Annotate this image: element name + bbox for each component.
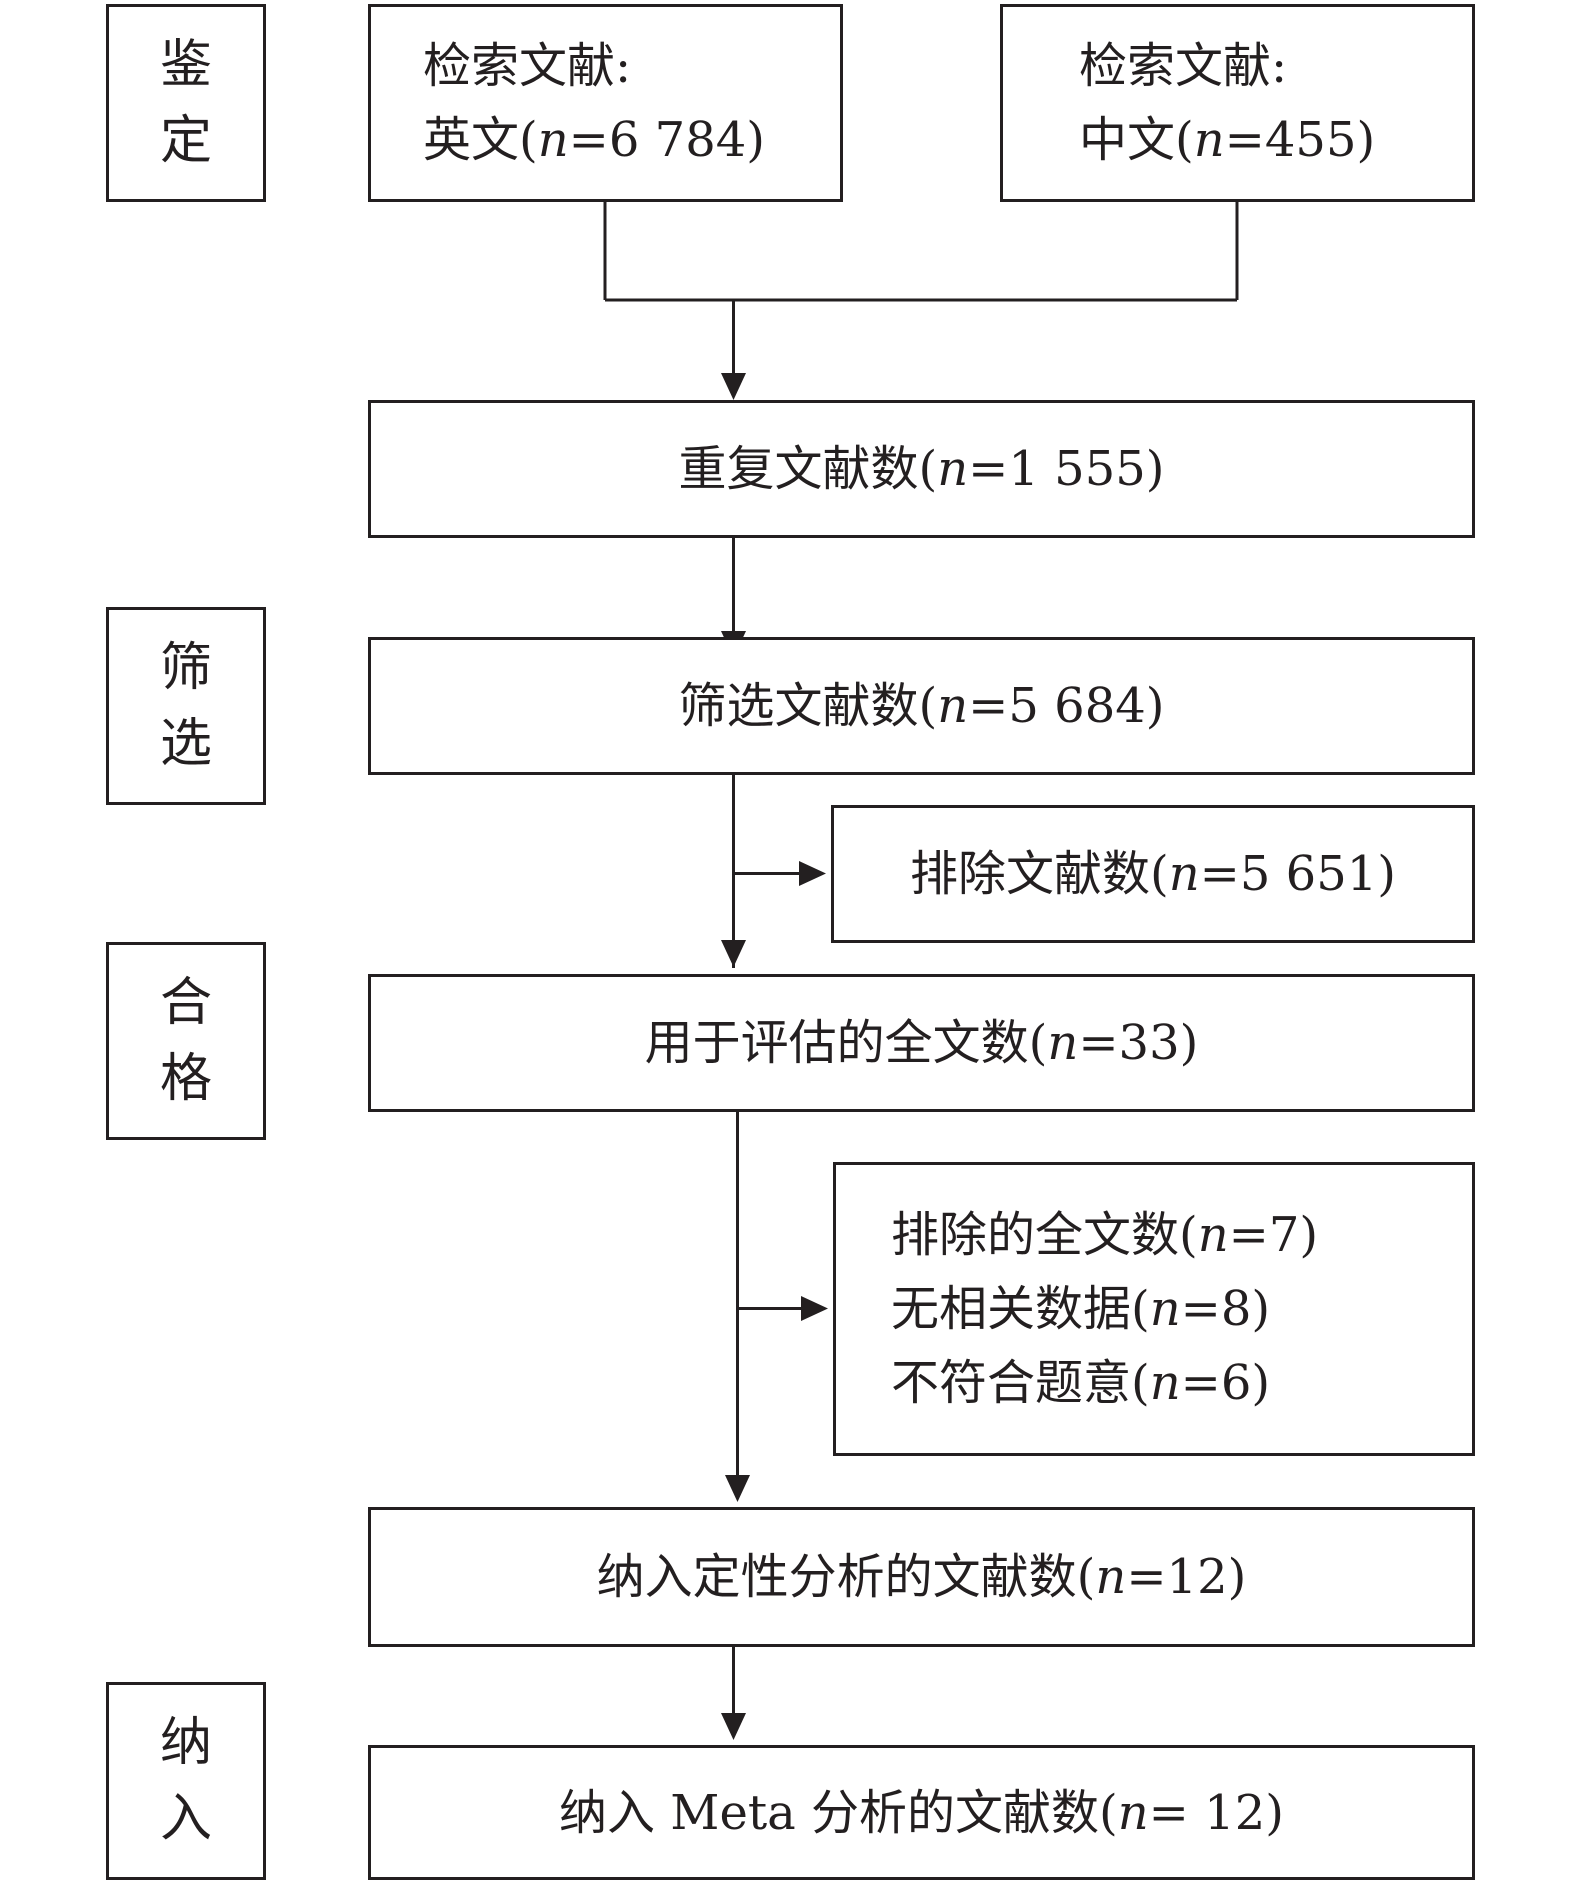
screened-text: 筛选文献数(n=5 684) <box>678 678 1165 734</box>
arrow-to-fulltext <box>732 775 735 968</box>
box-qualitative: 纳入定性分析的文献数(n=12) <box>368 1507 1475 1647</box>
box-screened: 筛选文献数(n=5 684) <box>368 637 1475 775</box>
fulltext-excluded-total: 排除的全文数(n=7) <box>891 1207 1319 1263</box>
arrow-to-duplicates <box>732 300 735 373</box>
english-records-count: 英文(n=6 784) <box>423 112 766 168</box>
stage-eligibility-char1: 合 <box>159 973 212 1033</box>
arrow-to-excluded <box>734 872 801 875</box>
arrow-to-fulltext-excluded <box>737 1307 803 1310</box>
stage-screening-char1: 筛 <box>159 638 212 698</box>
qualitative-text: 纳入定性分析的文献数(n=12) <box>596 1549 1247 1605</box>
excluded-text: 排除文献数(n=5 651) <box>909 846 1396 902</box>
fulltext-excluded-no-data: 无相关数据(n=8) <box>891 1281 1271 1337</box>
arrow-to-meta <box>732 1647 735 1713</box>
box-chinese-records: 检索文献: 中文(n=455) <box>1000 4 1475 202</box>
fulltext-excluded-irrelevant: 不符合题意(n=6) <box>891 1355 1271 1411</box>
stage-screening-char2: 选 <box>159 714 212 774</box>
stage-screening: 筛 选 <box>106 607 266 805</box>
meta-text: 纳入 Meta 分析的文献数(n= 12) <box>559 1784 1284 1841</box>
box-duplicates: 重复文献数(n=1 555) <box>368 400 1475 538</box>
stage-included-char1: 纳 <box>159 1713 212 1773</box>
stage-identification-char2: 定 <box>159 111 212 171</box>
box-fulltext-excluded: 排除的全文数(n=7) 无相关数据(n=8) 不符合题意(n=6) <box>833 1162 1475 1456</box>
box-english-records: 检索文献: 英文(n=6 784) <box>368 4 843 202</box>
box-excluded: 排除文献数(n=5 651) <box>831 805 1475 943</box>
stage-eligibility-char2: 格 <box>159 1049 212 1109</box>
stage-identification: 鉴 定 <box>106 4 266 202</box>
stage-included-char2: 入 <box>159 1789 212 1849</box>
arrow-to-screened <box>732 538 735 631</box>
box-meta: 纳入 Meta 分析的文献数(n= 12) <box>368 1745 1475 1880</box>
fulltext-text: 用于评估的全文数(n=33) <box>644 1015 1199 1071</box>
chinese-records-count: 中文(n=455) <box>1079 112 1376 168</box>
stage-eligibility: 合 格 <box>106 942 266 1140</box>
arrow-to-qualitative <box>736 1112 739 1475</box>
chinese-records-title: 检索文献: <box>1079 38 1288 94</box>
box-fulltext: 用于评估的全文数(n=33) <box>368 974 1475 1112</box>
duplicates-text: 重复文献数(n=1 555) <box>678 441 1165 497</box>
stage-included: 纳 入 <box>106 1682 266 1880</box>
stage-identification-char1: 鉴 <box>159 35 212 95</box>
english-records-title: 检索文献: <box>423 38 632 94</box>
